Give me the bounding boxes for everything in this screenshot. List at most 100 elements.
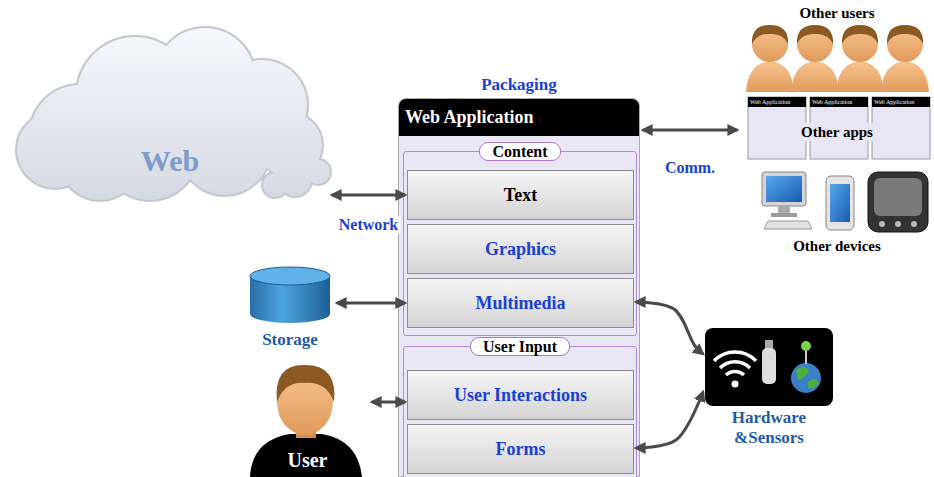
other-users-figures	[752, 25, 788, 44]
app-windows	[810, 97, 868, 107]
hardware-box	[705, 328, 833, 406]
other-users-figures	[791, 61, 839, 92]
other-users-figures	[797, 25, 833, 44]
other-users-figures	[887, 25, 923, 44]
other-users-figures	[887, 26, 923, 62]
other-users-figures	[881, 61, 929, 92]
hardware-box	[791, 363, 821, 393]
device-icons	[879, 221, 885, 227]
cloud-shape	[17, 28, 330, 200]
user-figure	[250, 434, 362, 477]
device-icons	[764, 221, 812, 229]
cloud-shape	[263, 173, 287, 197]
other-users-figures	[836, 61, 884, 92]
app-windows	[748, 97, 930, 159]
device-icons	[778, 206, 790, 214]
device-icons	[766, 176, 802, 202]
app-windows	[872, 97, 930, 107]
hardware-box	[726, 371, 744, 375]
group-box: ContentTextGraphicsMultimedia	[403, 151, 637, 336]
input-box: Forms	[407, 424, 634, 474]
hardware-box	[801, 341, 811, 351]
device-icons	[895, 221, 901, 227]
device-icons	[868, 172, 928, 232]
app-panel: PackagingWeb ApplicationContentTextGraph…	[398, 98, 640, 477]
user-figure	[277, 365, 335, 402]
app-windows	[872, 97, 930, 159]
other-users-figures	[791, 25, 839, 92]
cloud-shape	[306, 160, 330, 184]
connector-label: Network	[337, 216, 401, 234]
double-arrow	[332, 194, 405, 197]
other-users-figures	[797, 26, 833, 62]
box-label: Forms	[496, 439, 546, 460]
hardware-box	[714, 352, 756, 361]
box-label: Graphics	[485, 239, 556, 260]
double-arrow	[372, 401, 405, 404]
storage-cylinder	[250, 267, 330, 323]
window-title: Web Application	[874, 97, 914, 107]
other-users-figures	[842, 25, 878, 44]
hardware-box	[720, 362, 750, 368]
other-users-figures	[746, 25, 929, 92]
double-arrow	[643, 129, 737, 132]
group-tab: User Input	[470, 337, 570, 356]
group-tab: Content	[479, 142, 560, 161]
user-figure	[250, 365, 362, 477]
device-icons	[911, 221, 917, 227]
group-label: Other apps	[798, 123, 876, 141]
input-box: User Interactions	[407, 370, 634, 420]
cloud-shape	[306, 160, 330, 184]
device-icons	[826, 176, 854, 230]
double-arrow	[337, 302, 405, 305]
box-label: User Interactions	[454, 385, 587, 406]
hardware-box	[796, 367, 819, 388]
user-label: User	[288, 449, 328, 472]
panel-heading: Packaging	[481, 74, 557, 96]
hardware-box	[705, 328, 833, 406]
double-arrow	[636, 302, 703, 354]
app-windows	[748, 97, 806, 107]
other-users-figures	[836, 25, 884, 92]
storage-cylinder	[250, 305, 330, 323]
cloud-shape	[60, 120, 140, 200]
storage-cylinder	[250, 267, 330, 285]
group-box: User InputUser InteractionsForms	[403, 346, 637, 477]
other-users-figures	[752, 26, 788, 62]
group-label: Other devices	[793, 237, 881, 255]
cloud-shape	[17, 28, 330, 200]
window-title: Web Application	[812, 97, 852, 107]
cloud-shape	[17, 28, 330, 200]
hardware-box	[732, 381, 739, 388]
hardware-box	[765, 340, 773, 349]
content-box: Multimedia	[407, 278, 634, 328]
content-box: Text	[407, 170, 634, 220]
hardware-box	[762, 348, 776, 384]
box-label: Multimedia	[476, 293, 566, 314]
device-icons	[830, 184, 850, 222]
other-users-figures	[746, 61, 794, 92]
other-users-figures	[881, 25, 929, 92]
box-label: Text	[504, 185, 537, 206]
cloud-label: Web	[141, 144, 199, 179]
window-title: Web Application	[750, 97, 790, 107]
content-box: Graphics	[407, 224, 634, 274]
device-icons	[762, 172, 806, 206]
device-icons	[762, 172, 928, 232]
storage-node: Storage	[245, 265, 335, 350]
panel-title: Web Application	[405, 99, 534, 135]
hardware-node: Hardware &Sensors	[705, 328, 833, 458]
connector-label: Comm.	[663, 159, 717, 177]
device-icons	[771, 213, 797, 217]
group-label: Other users	[799, 4, 874, 22]
storage-label: Storage	[262, 330, 318, 350]
double-arrow	[636, 392, 703, 448]
device-icons	[874, 178, 922, 216]
hardware-label: Hardware &Sensors	[719, 408, 819, 448]
cloud-shape: Web	[10, 28, 330, 203]
other-users-figures	[746, 25, 794, 92]
cloud-shape	[60, 120, 140, 200]
peers-group: Other usersOther appsOther devices	[740, 4, 934, 258]
user-node: User	[245, 368, 370, 477]
cloud-shape	[263, 173, 287, 197]
